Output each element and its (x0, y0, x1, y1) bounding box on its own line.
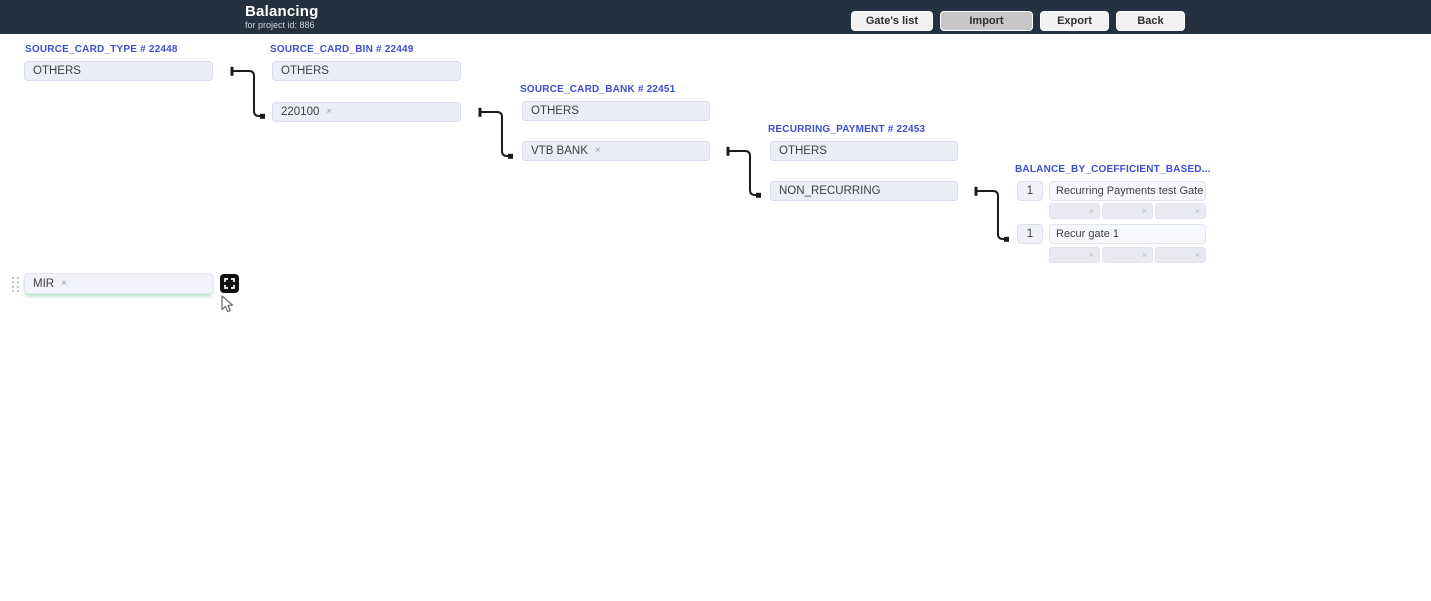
connector-recurring-to-gates (976, 190, 1006, 240)
gate-coefficient-input[interactable]: 1 (1017, 181, 1043, 201)
column-title-balance-by-coefficient: BALANCE_BY_COEFFICIENT_BASED... (1015, 164, 1211, 175)
node-source-card-type-others[interactable]: OTHERS (24, 61, 213, 81)
remove-icon[interactable]: × (1088, 250, 1094, 260)
remove-icon[interactable]: × (61, 278, 67, 289)
gate-slot[interactable]: × (1155, 203, 1206, 219)
remove-icon[interactable]: × (1088, 206, 1094, 216)
node-recurring-payment-others[interactable]: OTHERS (770, 141, 958, 161)
column-title-source-card-bank: SOURCE_CARD_BANK # 22451 (520, 84, 676, 95)
gate-slot[interactable]: × (1102, 247, 1153, 263)
gate-slot-row: × × × (1049, 247, 1206, 263)
remove-icon[interactable]: × (1141, 250, 1147, 260)
node-label: 220100 (281, 106, 320, 118)
connector-type-to-bin (232, 70, 262, 117)
remove-icon[interactable]: × (594, 145, 601, 156)
column-title-source-card-bin: SOURCE_CARD_BIN # 22449 (270, 44, 414, 55)
mouse-cursor-icon (221, 295, 234, 313)
back-button[interactable]: Back (1116, 11, 1185, 31)
remove-icon[interactable]: × (1194, 250, 1200, 260)
expand-button[interactable] (220, 274, 239, 293)
gate-slot-row: × × × (1049, 203, 1206, 219)
remove-icon[interactable]: × (1194, 206, 1200, 216)
title-block: Balancing for project id: 886 (245, 3, 318, 30)
node-source-card-bin-220100[interactable]: 220100 × (272, 102, 461, 122)
node-source-card-bank-vtb[interactable]: VTB BANK × (522, 141, 710, 161)
gate-name-recur-gate-1[interactable]: Recur gate 1 (1049, 224, 1206, 244)
node-label: VTB BANK (531, 145, 588, 157)
node-label: OTHERS (33, 65, 81, 77)
node-source-card-bank-others[interactable]: OTHERS (522, 101, 710, 121)
node-label: OTHERS (779, 145, 827, 157)
node-source-card-bin-others[interactable]: OTHERS (272, 61, 461, 81)
gate-slot[interactable]: × (1049, 203, 1100, 219)
toolbar: Gate's list Import Export Back (850, 11, 1185, 31)
remove-icon[interactable]: × (1141, 206, 1147, 216)
gates-list-button[interactable]: Gate's list (850, 11, 933, 31)
page-subtitle: for project id: 886 (245, 20, 315, 30)
column-title-source-card-type: SOURCE_CARD_TYPE # 22448 (25, 44, 178, 55)
remove-icon[interactable]: × (326, 106, 333, 117)
gate-name-recurring-payments-test-gate[interactable]: Recurring Payments test Gate (1049, 181, 1206, 201)
export-button[interactable]: Export (1040, 11, 1109, 31)
node-label: OTHERS (531, 105, 579, 117)
column-title-recurring-payment: RECURRING_PAYMENT # 22453 (768, 124, 926, 135)
connector-bank-to-recurring (728, 150, 758, 196)
node-non-recurring[interactable]: NON_RECURRING (770, 181, 958, 201)
node-label: OTHERS (281, 65, 329, 77)
gate-slot[interactable]: × (1049, 247, 1100, 263)
page-title: Balancing (245, 3, 319, 20)
node-label: NON_RECURRING (779, 185, 881, 197)
gate-slot[interactable]: × (1155, 247, 1206, 263)
palette-item-mir[interactable]: MIR × (24, 273, 213, 294)
palette-item-label: MIR (33, 277, 55, 290)
gate-slot[interactable]: × (1102, 203, 1153, 219)
import-button[interactable]: Import (940, 11, 1033, 31)
drag-handle-icon[interactable] (11, 276, 20, 293)
connector-bin-to-bank (480, 111, 510, 157)
fullscreen-icon (224, 278, 235, 289)
gate-coefficient-input[interactable]: 1 (1017, 224, 1043, 244)
top-bar: Balancing for project id: 886 Gate's lis… (0, 0, 1431, 34)
